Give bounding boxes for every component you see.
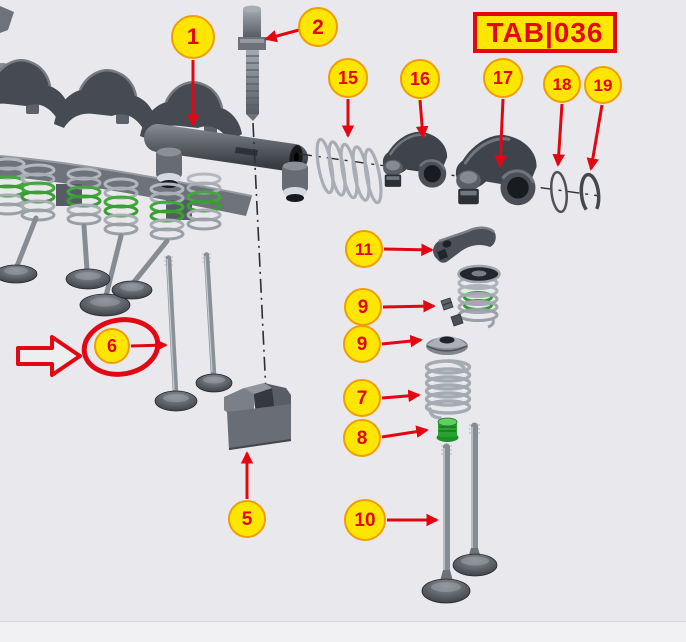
callout-5[interactable]: 5 (228, 500, 266, 538)
washer-18 (550, 170, 568, 214)
callout-9-retainer[interactable]: 9 (343, 325, 381, 363)
rocker-shaft (144, 124, 308, 172)
mount-bracket-5 (224, 383, 292, 450)
callout-15[interactable]: 15 (328, 58, 368, 98)
valve-stem-seal-8 (436, 417, 459, 442)
snap-ring-19 (579, 172, 601, 216)
callout-7[interactable]: 7 (343, 379, 381, 417)
callout-2[interactable]: 2 (298, 7, 338, 47)
highlight-ellipse (81, 317, 161, 377)
center-lines (252, 122, 601, 394)
callout-18[interactable]: 18 (543, 65, 581, 103)
callout-11[interactable]: 11 (345, 230, 383, 268)
callout-19[interactable]: 19 (584, 66, 622, 104)
valve-spring-7 (424, 359, 472, 420)
stud-bolt (238, 5, 266, 121)
rocker-arm-17 (454, 133, 539, 207)
installed-valves (0, 215, 170, 317)
callout-8[interactable]: 8 (343, 419, 381, 457)
callout-6[interactable]: 6 (94, 328, 130, 364)
callout-17[interactable]: 17 (483, 58, 523, 98)
callout-1[interactable]: 1 (171, 15, 215, 59)
edge-fragment (0, 6, 14, 33)
tab-badge: TAB|036 (473, 12, 617, 53)
spring-retainer-assembly (457, 264, 501, 329)
spring-retainer-cap (426, 336, 468, 355)
shaft-spring-15 (315, 137, 383, 205)
rocker-arm-16 (381, 130, 449, 189)
valve-pair-6 (154, 252, 233, 412)
bottom-strip (0, 621, 686, 642)
callout-arrows (130, 28, 604, 527)
callout-9-keepers[interactable]: 9 (344, 288, 382, 326)
callout-16[interactable]: 16 (400, 59, 440, 99)
valve-pair-10 (421, 422, 498, 604)
valve-keepers (440, 297, 464, 327)
pad-11 (433, 226, 496, 263)
callout-10[interactable]: 10 (344, 499, 386, 541)
rocker-arm-assembly (0, 59, 308, 317)
attention-arrow-icon (16, 335, 82, 377)
